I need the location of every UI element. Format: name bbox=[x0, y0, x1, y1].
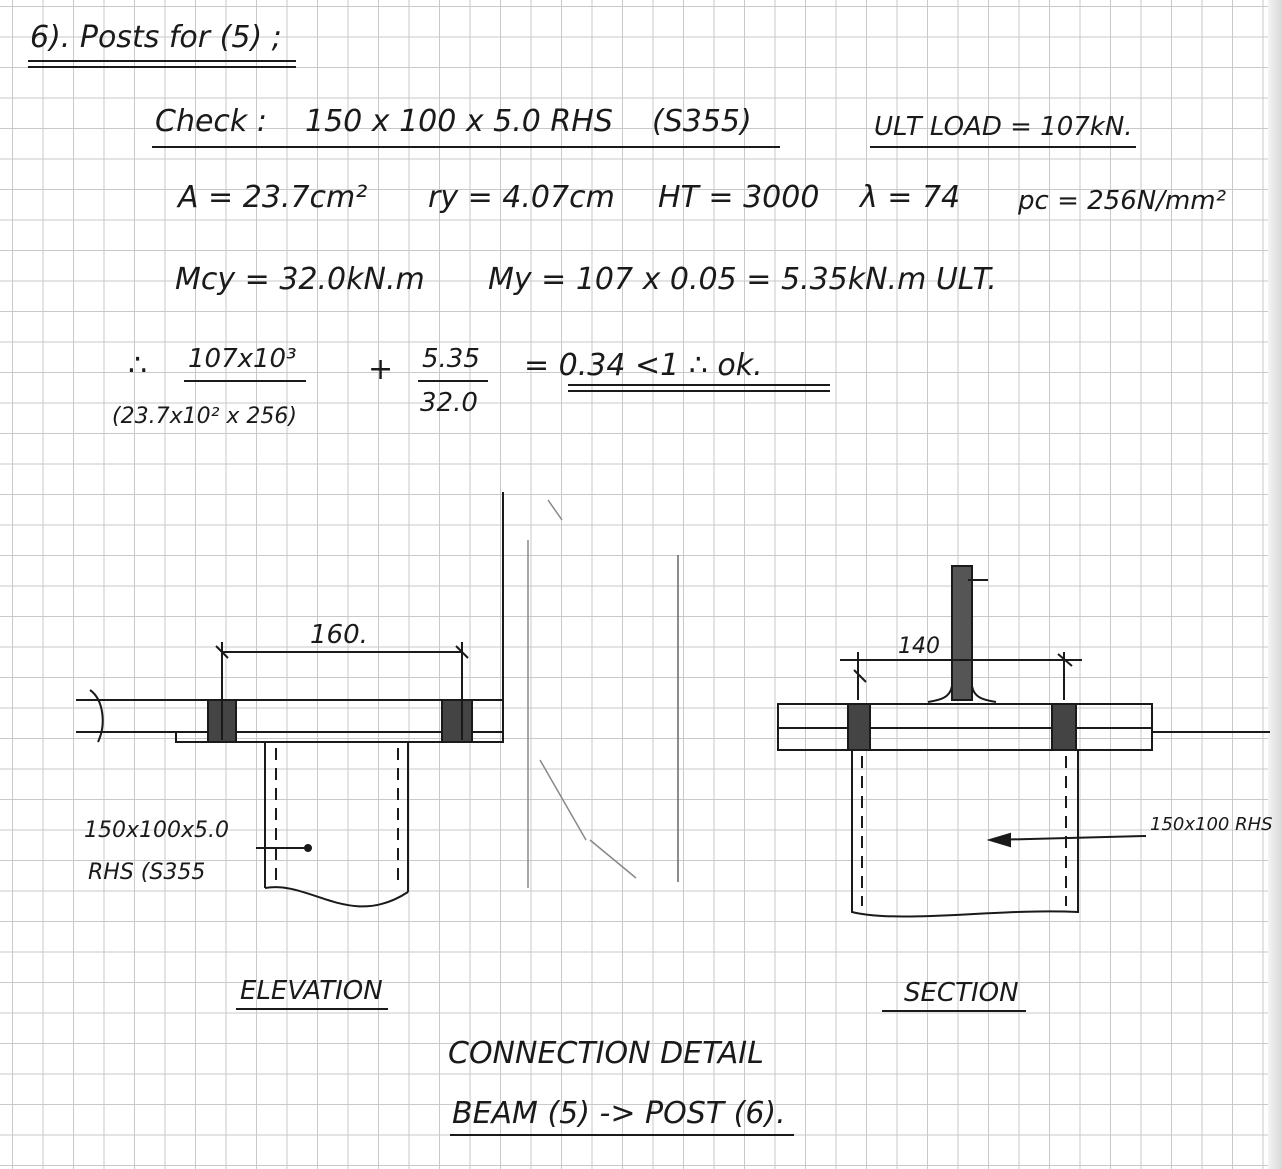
my-value: My = 107 x 0.05 = 5.35kN.m ULT. bbox=[488, 262, 997, 297]
section-beam-web bbox=[951, 565, 973, 701]
fraction1-bar bbox=[184, 380, 306, 382]
elevation-dim-ticks bbox=[215, 645, 469, 659]
check-underline bbox=[152, 146, 780, 148]
fraction2-denominator: 32.0 bbox=[420, 388, 478, 418]
elevation-post-label-2: RHS (S355 bbox=[88, 860, 206, 885]
elevation-dimension-label: 160. bbox=[310, 620, 368, 650]
footer-line-2: BEAM (5) -> POST (6). bbox=[452, 1096, 786, 1131]
radius-value: ry = 4.07cm bbox=[428, 180, 615, 215]
scan-mark-1 bbox=[547, 499, 563, 521]
elevation-post-breakline bbox=[264, 886, 409, 908]
check-label: Check : bbox=[155, 104, 267, 139]
section-post-label: 150x100 RHS bbox=[1150, 814, 1273, 835]
section-bolt-left bbox=[847, 703, 871, 751]
interaction-result: = 0.34 <1 ∴ ok. bbox=[524, 348, 763, 383]
fraction2-numerator: 5.35 bbox=[422, 344, 480, 374]
footer-underline bbox=[450, 1134, 794, 1136]
result-underline-2 bbox=[568, 390, 830, 392]
page-edge bbox=[1268, 0, 1282, 1169]
fraction1-numerator: 107x10³ bbox=[188, 344, 297, 374]
section-leader bbox=[989, 835, 1147, 841]
heading-underline bbox=[28, 60, 296, 62]
section-bottom-plate bbox=[777, 727, 1153, 751]
therefore-symbol: ∴ bbox=[128, 348, 148, 383]
height-value: HT = 3000 bbox=[658, 180, 820, 215]
check-grade: (S355) bbox=[652, 104, 752, 139]
scan-mark-2 bbox=[539, 759, 587, 841]
ult-load: ULT LOAD = 107kN. bbox=[874, 112, 1133, 142]
ult-load-underline bbox=[870, 146, 1136, 148]
elevation-post-label-1: 150x100x5.0 bbox=[84, 818, 230, 843]
mcy-value: Mcy = 32.0kN.m bbox=[175, 262, 425, 297]
section-dim-ticks bbox=[853, 653, 1073, 683]
section-fillets bbox=[927, 685, 997, 703]
elevation-caption: ELEVATION bbox=[240, 976, 383, 1006]
section-dimension-label: 140 bbox=[898, 634, 940, 659]
section-top-plate bbox=[777, 703, 1153, 729]
heading: 6). Posts for (5) ; bbox=[30, 20, 282, 55]
plus-sign: + bbox=[368, 352, 394, 387]
area-value: A = 23.7cm² bbox=[178, 180, 368, 215]
heading-underline-2 bbox=[28, 66, 296, 68]
check-section: 150 x 100 x 5.0 RHS bbox=[305, 104, 613, 139]
elevation-bolt-right bbox=[441, 699, 473, 743]
result-underline bbox=[568, 384, 830, 386]
slenderness-value: λ = 74 bbox=[860, 180, 961, 215]
fraction1-denominator: (23.7x10² x 256) bbox=[112, 404, 297, 429]
pc-value: pc = 256N/mm² bbox=[1018, 186, 1227, 216]
elevation-caption-underline bbox=[236, 1008, 388, 1010]
elevation-beam bbox=[76, 699, 504, 743]
scan-mark-3 bbox=[589, 839, 637, 879]
section-post-outline bbox=[851, 750, 1079, 918]
section-bolt-right bbox=[1051, 703, 1077, 751]
fraction2-bar bbox=[418, 380, 488, 382]
elevation-leader-dot bbox=[304, 844, 312, 852]
section-caption: SECTION bbox=[904, 978, 1019, 1008]
footer-line-1: CONNECTION DETAIL bbox=[448, 1036, 764, 1071]
section-caption-underline bbox=[882, 1010, 1026, 1012]
elevation-beam-breakline bbox=[89, 689, 104, 743]
section-leader-arrow bbox=[986, 832, 1011, 848]
